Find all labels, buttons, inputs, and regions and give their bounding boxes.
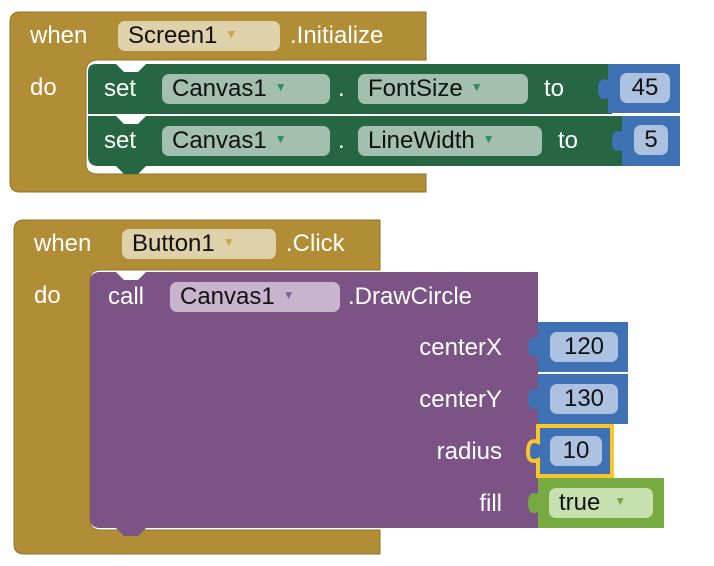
component-name: Canvas1 <box>172 127 267 154</box>
dropdown-arrow-icon: ▼ <box>482 131 495 146</box>
property-name: FontSize <box>368 75 463 102</box>
property-dropdown[interactable]: FontSize ▼ <box>358 74 528 104</box>
set-keyword: set <box>104 75 137 102</box>
dropdown-arrow-icon: ▼ <box>614 493 627 508</box>
component-dropdown[interactable]: Canvas1 ▼ <box>162 74 330 104</box>
to-label: to <box>544 75 565 102</box>
do-label: do <box>30 74 57 101</box>
property-name: LineWidth <box>368 127 475 154</box>
when-label: when <box>30 22 88 49</box>
dropdown-arrow-icon: ▼ <box>274 79 287 94</box>
boolean-value: true <box>559 489 601 516</box>
when-label: when <box>34 230 92 257</box>
component-name: Canvas1 <box>172 75 267 102</box>
dropdown-arrow-icon: ▼ <box>282 287 295 302</box>
component-name: Button1 <box>132 230 215 257</box>
to-label: to <box>558 127 579 154</box>
event-name: .Click <box>286 230 345 257</box>
dropdown-arrow-icon: ▼ <box>222 234 235 249</box>
dropdown-arrow-icon: ▼ <box>274 131 287 146</box>
dropdown-arrow-icon: ▼ <box>225 26 238 41</box>
arg-label-radius: radius <box>436 438 502 465</box>
number-value[interactable]: 130 <box>550 384 618 414</box>
dropdown-arrow-icon: ▼ <box>470 79 483 94</box>
number-value[interactable]: 5 <box>634 125 668 155</box>
component-dropdown[interactable]: Canvas1 ▼ <box>162 126 330 156</box>
number-value[interactable]: 120 <box>550 332 618 362</box>
component-dropdown[interactable]: Screen1 ▼ <box>118 21 280 51</box>
component-name: Screen1 <box>128 22 218 49</box>
property-dropdown[interactable]: LineWidth ▼ <box>358 126 542 156</box>
boolean-dropdown[interactable]: true ▼ <box>549 488 653 518</box>
method-name: .DrawCircle <box>348 283 473 310</box>
do-label: do <box>34 282 61 309</box>
dot-separator: . <box>338 75 345 102</box>
number-value[interactable]: 45 <box>620 73 670 103</box>
call-keyword: call <box>108 283 145 310</box>
component-dropdown[interactable]: Canvas1 ▼ <box>170 282 340 312</box>
event-name: .Initialize <box>290 22 384 49</box>
number-value[interactable]: 10 <box>550 436 602 466</box>
component-dropdown[interactable]: Button1 ▼ <box>122 229 276 259</box>
set-keyword: set <box>104 127 137 154</box>
dot-separator: . <box>338 127 345 154</box>
arg-label-fill: fill <box>479 490 502 517</box>
component-name: Canvas1 <box>180 283 275 310</box>
arg-label-centery: centerY <box>419 386 502 413</box>
arg-label-centerx: centerX <box>419 334 502 361</box>
